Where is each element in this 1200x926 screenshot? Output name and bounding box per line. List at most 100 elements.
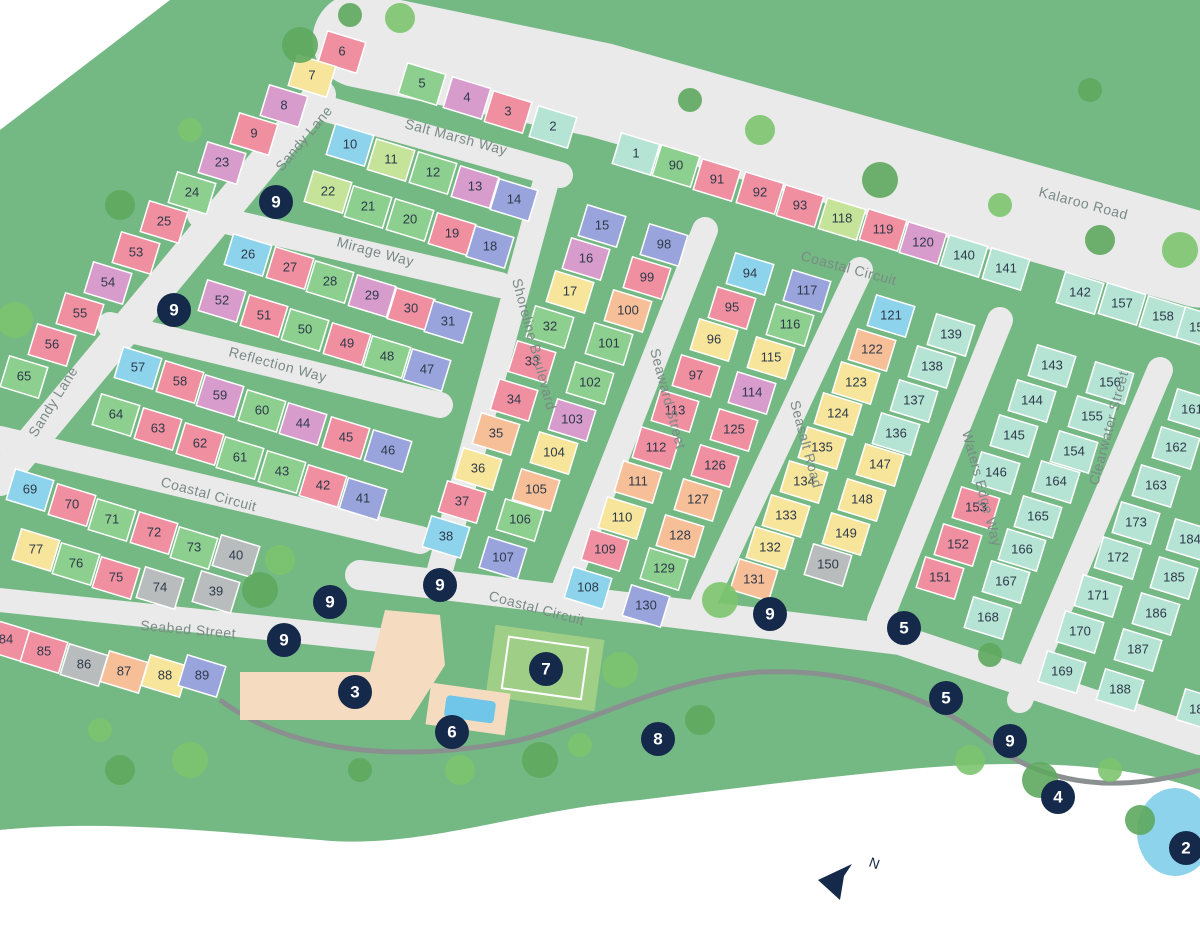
lot-30[interactable]: 30 [386, 286, 436, 332]
lot-73[interactable]: 73 [169, 525, 219, 571]
lot-139[interactable]: 139 [926, 312, 976, 358]
lot-3[interactable]: 3 [483, 89, 533, 135]
lot-145[interactable]: 145 [989, 413, 1039, 459]
amenity-marker-3[interactable]: 3 [338, 675, 372, 709]
lot-54[interactable]: 54 [83, 260, 133, 306]
amenity-marker-5[interactable]: 5 [887, 611, 921, 645]
lot-96[interactable]: 96 [689, 317, 739, 363]
lot-102[interactable]: 102 [565, 360, 615, 406]
lot-9[interactable]: 9 [229, 111, 279, 157]
lot-27[interactable]: 27 [265, 245, 315, 291]
lot-119[interactable]: 119 [858, 207, 908, 253]
lot-189[interactable]: 189 [1175, 687, 1200, 733]
lot-56[interactable]: 56 [27, 322, 77, 368]
amenity-marker-9[interactable]: 9 [993, 724, 1027, 758]
amenity-marker-9[interactable]: 9 [313, 585, 347, 619]
lot-31[interactable]: 31 [423, 299, 473, 345]
lot-94[interactable]: 94 [725, 251, 775, 297]
lot-28[interactable]: 28 [305, 259, 355, 305]
lot-168[interactable]: 168 [963, 595, 1013, 641]
lot-57[interactable]: 57 [113, 345, 163, 391]
lot-109[interactable]: 109 [580, 527, 630, 573]
lot-18[interactable]: 18 [465, 224, 515, 270]
lot-95[interactable]: 95 [707, 285, 757, 331]
lot-63[interactable]: 63 [133, 406, 183, 452]
lot-11[interactable]: 11 [366, 137, 416, 183]
lot-131[interactable]: 131 [729, 557, 779, 603]
lot-140[interactable]: 140 [939, 233, 989, 279]
lot-65[interactable]: 65 [0, 354, 49, 400]
lot-71[interactable]: 71 [87, 497, 137, 543]
lot-106[interactable]: 106 [495, 497, 545, 543]
lot-55[interactable]: 55 [55, 291, 105, 337]
lot-173[interactable]: 173 [1111, 500, 1161, 546]
lot-159[interactable]: 159 [1175, 305, 1200, 351]
lot-161[interactable]: 161 [1167, 387, 1200, 433]
lot-135[interactable]: 135 [797, 425, 847, 471]
lot-16[interactable]: 16 [561, 236, 611, 282]
lot-60[interactable]: 60 [237, 388, 287, 434]
lot-21[interactable]: 21 [343, 184, 393, 230]
lot-50[interactable]: 50 [280, 307, 330, 353]
lot-58[interactable]: 58 [155, 359, 205, 405]
lot-120[interactable]: 120 [898, 220, 948, 266]
lot-90[interactable]: 90 [651, 143, 701, 189]
lot-122[interactable]: 122 [847, 327, 897, 373]
lot-147[interactable]: 147 [855, 442, 905, 488]
lot-121[interactable]: 121 [866, 293, 916, 339]
lot-5[interactable]: 5 [397, 61, 447, 107]
lot-70[interactable]: 70 [47, 482, 97, 528]
lot-41[interactable]: 41 [338, 476, 388, 522]
lot-29[interactable]: 29 [347, 273, 397, 319]
lot-8[interactable]: 8 [259, 83, 309, 129]
lot-17[interactable]: 17 [545, 269, 595, 315]
lot-155[interactable]: 155 [1067, 394, 1117, 440]
lot-52[interactable]: 52 [197, 278, 247, 324]
amenity-marker-9[interactable]: 9 [267, 623, 301, 657]
lot-104[interactable]: 104 [529, 430, 579, 476]
lot-101[interactable]: 101 [584, 321, 634, 367]
lot-87[interactable]: 87 [99, 649, 149, 695]
lot-127[interactable]: 127 [673, 477, 723, 523]
lot-128[interactable]: 128 [655, 513, 705, 559]
lot-98[interactable]: 98 [639, 222, 689, 268]
lot-44[interactable]: 44 [278, 401, 328, 447]
lot-136[interactable]: 136 [871, 411, 921, 457]
lot-23[interactable]: 23 [197, 140, 247, 186]
amenity-marker-6[interactable]: 6 [435, 715, 469, 749]
lot-40[interactable]: 40 [211, 533, 261, 579]
lot-129[interactable]: 129 [639, 546, 689, 592]
lot-62[interactable]: 62 [175, 421, 225, 467]
lot-75[interactable]: 75 [91, 555, 141, 601]
amenity-marker-9[interactable]: 9 [157, 293, 191, 327]
lot-117[interactable]: 117 [782, 268, 832, 314]
lot-163[interactable]: 163 [1131, 463, 1181, 509]
lot-46[interactable]: 46 [363, 428, 413, 474]
lot-64[interactable]: 64 [91, 392, 141, 438]
lot-144[interactable]: 144 [1007, 378, 1057, 424]
lot-114[interactable]: 114 [727, 370, 777, 416]
lot-113[interactable]: 113 [650, 388, 700, 434]
lot-74[interactable]: 74 [135, 565, 185, 611]
lot-42[interactable]: 42 [298, 463, 348, 509]
lot-167[interactable]: 167 [981, 559, 1031, 605]
lot-37[interactable]: 37 [437, 479, 487, 525]
lot-124[interactable]: 124 [813, 391, 863, 437]
lot-47[interactable]: 47 [402, 347, 452, 393]
lot-72[interactable]: 72 [129, 510, 179, 556]
lot-108[interactable]: 108 [563, 565, 613, 611]
lot-170[interactable]: 170 [1055, 609, 1105, 655]
lot-4[interactable]: 4 [442, 75, 492, 121]
lot-77[interactable]: 77 [11, 527, 61, 573]
lot-123[interactable]: 123 [831, 360, 881, 406]
amenity-marker-5[interactable]: 5 [929, 681, 963, 715]
lot-111[interactable]: 111 [613, 459, 663, 505]
lot-43[interactable]: 43 [257, 449, 307, 495]
lot-166[interactable]: 166 [997, 527, 1047, 573]
lot-2[interactable]: 2 [528, 104, 578, 150]
lot-92[interactable]: 92 [735, 170, 785, 216]
amenity-marker-9[interactable]: 9 [753, 597, 787, 631]
lot-110[interactable]: 110 [597, 495, 647, 541]
lot-35[interactable]: 35 [471, 411, 521, 457]
lot-69[interactable]: 69 [5, 467, 55, 513]
